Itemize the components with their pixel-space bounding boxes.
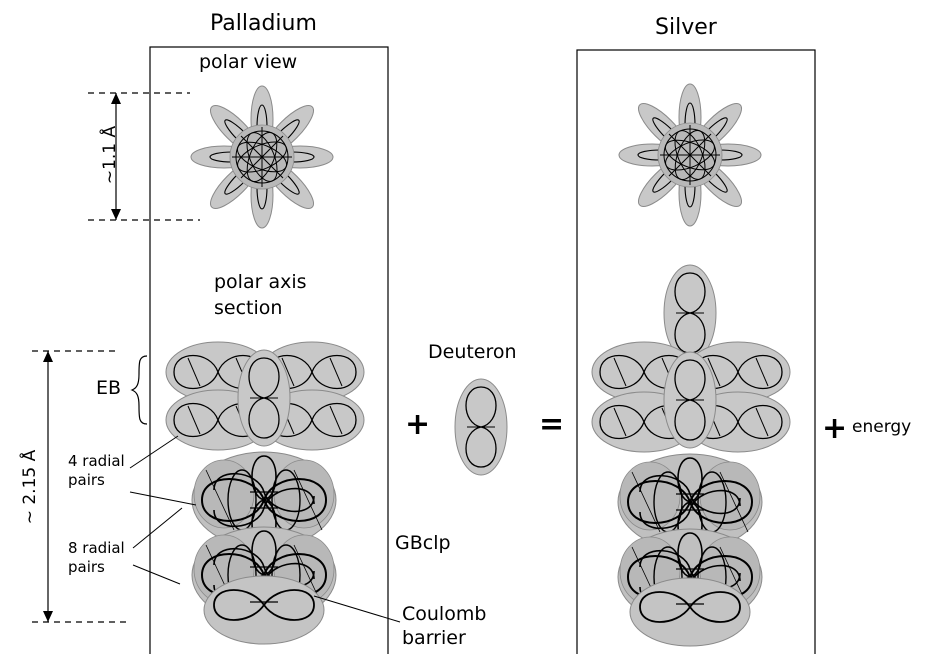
polar-axis-label-2: section — [214, 298, 282, 320]
dimension-small-label: ~1.1 Å — [100, 100, 120, 210]
energy-label: energy — [852, 417, 911, 438]
equals-operator: = — [539, 408, 564, 443]
coulomb-label-1: Coulomb — [402, 604, 486, 626]
silver-polar-section — [592, 265, 790, 646]
radial8-label-2: pairs — [68, 558, 105, 577]
radial4-label-2: pairs — [68, 471, 105, 490]
radial4-label-1: 4 radial — [68, 452, 125, 471]
palladium-polar-view — [191, 86, 333, 228]
deuteron-shape — [455, 379, 507, 475]
palladium-title: Palladium — [210, 11, 317, 36]
plus-operator-1: + — [405, 408, 430, 443]
eb-brace — [132, 356, 147, 424]
coulomb-label-2: barrier — [402, 628, 466, 650]
eb-label: EB — [96, 378, 121, 400]
radial8-label-1: 8 radial — [68, 539, 125, 558]
gbclp-label: GBclp — [395, 533, 451, 555]
dimension-large-label: ~ 2.15 Å — [20, 427, 40, 547]
deuteron-label: Deuteron — [428, 342, 517, 364]
palladium-polar-section — [166, 342, 364, 644]
polar-axis-label-1: polar axis — [214, 272, 307, 294]
plus-operator-2: + — [822, 412, 847, 447]
silver-title: Silver — [655, 15, 717, 40]
silver-polar-view — [619, 84, 761, 226]
polar-view-label: polar view — [199, 52, 297, 74]
